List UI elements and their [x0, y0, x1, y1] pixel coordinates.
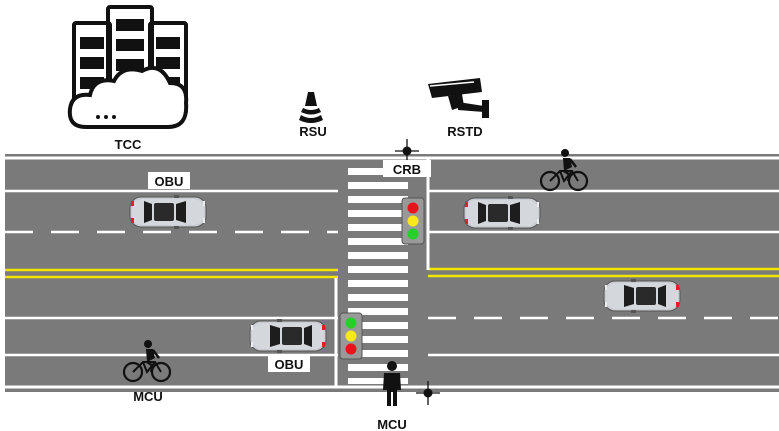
car-right-bottom [603, 278, 681, 314]
server-cloud-icon [67, 5, 189, 129]
rstd-label: RSTD [447, 124, 482, 139]
car-obu-top [129, 194, 207, 230]
mcu-bottom-label: MCU [377, 417, 407, 431]
traffic-signal-top [401, 197, 425, 245]
car-obu-bottom [249, 318, 327, 354]
traffic-signal-bottom [339, 312, 363, 360]
left-lane-markings [5, 189, 338, 386]
rsu-label: RSU [299, 124, 326, 139]
obu-bottom-label: OBU [275, 357, 304, 372]
pedestrian-icon [383, 361, 401, 406]
antenna-icon [299, 92, 323, 123]
car-right-top [463, 195, 541, 231]
cctv-camera-icon [428, 78, 489, 118]
obu-bottom-label-bg [268, 355, 310, 372]
obu-top-label-bg [148, 172, 190, 189]
crb-label-bg [383, 160, 431, 177]
obu-top-label: OBU [155, 174, 184, 189]
mcu-left-label: MCU [133, 389, 163, 404]
crb-label: CRB [393, 162, 421, 177]
crosswalk [348, 168, 408, 384]
tcc-label: TCC [115, 137, 142, 152]
